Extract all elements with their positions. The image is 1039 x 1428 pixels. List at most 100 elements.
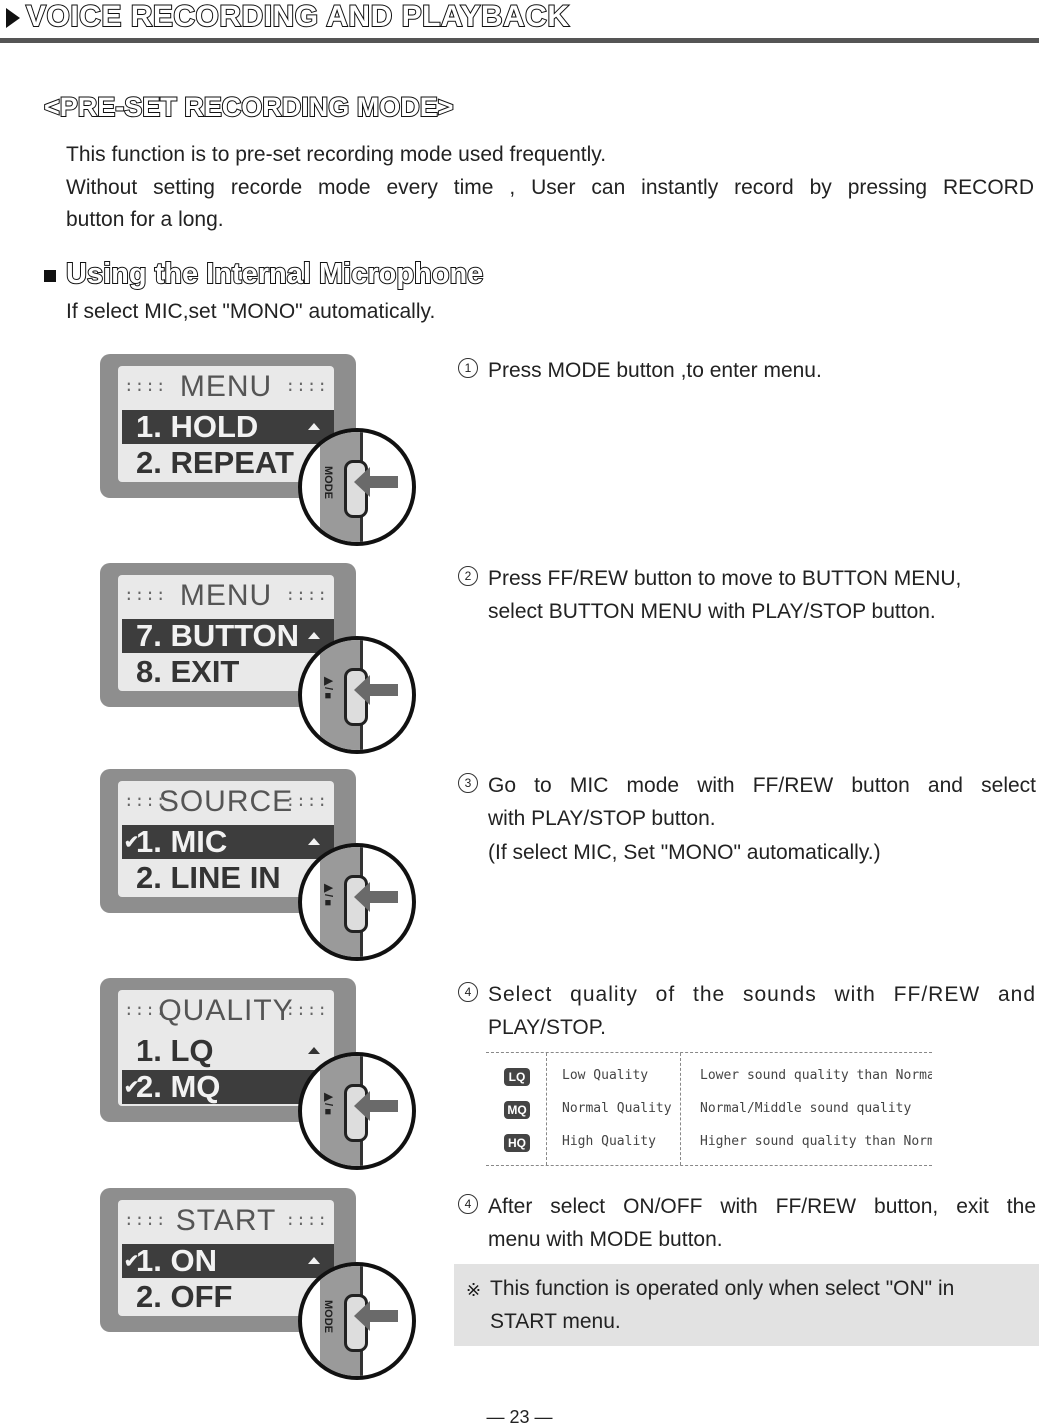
intro-line-1: This function is to pre-set recording mo… [66,143,607,166]
table-divider [680,1053,681,1165]
step-number: 4 [458,1194,478,1214]
mode-button-zoom: MODE [298,428,416,546]
button-label: MODE [322,1300,334,1333]
step-number: 2 [458,566,478,586]
reference-mark-icon: ※ [466,1280,482,1300]
hq-badge-icon: HQ [504,1134,530,1152]
lcd-title: START [175,1204,277,1237]
table-divider [546,1053,547,1165]
quality-name: High Quality [562,1134,656,1149]
lcd-display: :::: :::: MENU 7. BUTTON 8. EXIT [118,575,334,691]
lcd-row: 8. EXIT [122,655,334,689]
lcd-title: MENU [179,370,273,403]
lcd-screen-menu-1: :::: :::: MENU 1. HOLD 2. REPEAT [100,354,356,498]
step-text-line: Select quality of the sounds with FF/REW… [488,983,1036,1006]
button-label: ▶/■ [322,674,334,703]
up-arrow-icon [308,1047,320,1054]
step-number: 1 [458,358,478,378]
up-arrow-icon [308,423,320,430]
lcd-dots: :::: [124,1210,167,1229]
note-box: ※ This function is operated only when se… [454,1264,1039,1346]
quality-row: MQ Normal Quality Normal/Middle sound qu… [486,1099,932,1123]
play-stop-button-zoom: ▶/■ [298,1052,416,1170]
lcd-row-label: 2. LINE IN [136,860,281,895]
lcd-dots: :::: [285,1210,328,1229]
intro-line-2: Without setting recorde mode every time … [66,176,1034,199]
header-rule [0,38,1039,43]
lcd-row-label: 1. LQ [136,1033,214,1068]
pointer-arrow-icon [354,467,398,497]
lcd-row: 1. LQ [122,1034,334,1068]
step-text-line: menu with MODE button. [488,1228,723,1251]
lcd-row-selected: ✔1. MIC [122,825,334,859]
quality-row: HQ High Quality Higher sound quality tha… [486,1132,932,1156]
lcd-title: MENU [179,579,273,612]
lcd-row-label: 8. EXIT [136,654,240,689]
lcd-row-label: 1. ON [136,1243,217,1278]
lcd-dots: :::: [285,1000,328,1019]
mode-button-zoom: MODE [298,1262,416,1380]
step-number: 3 [458,773,478,793]
step-text-line: select BUTTON MENU with PLAY/STOP button… [488,600,936,623]
quality-desc: Higher sound quality than Normal [700,1134,932,1149]
lcd-row: 2. OFF [122,1280,334,1314]
section-title: <PRE-SET RECORDING MODE> [43,91,455,123]
step-text-line: with PLAY/STOP button. [488,807,716,830]
step-text-line: (If select MIC, Set "MONO" automatically… [488,841,881,864]
lcd-dots: :::: [124,791,167,810]
button-label: ▶/■ [322,881,334,910]
lcd-dots: :::: [285,585,328,604]
step-text-line: Press FF/REW button to move to BUTTON ME… [488,567,962,590]
lcd-dots: :::: [124,585,167,604]
note-line: This function is operated only when sele… [490,1277,955,1300]
lcd-dots: :::: [124,1000,167,1019]
bullet-square-icon [44,270,56,282]
step-text: Press MODE button ,to enter menu. [488,359,822,382]
quality-table: LQ Low Quality Lower sound quality than … [486,1052,932,1166]
quality-row: LQ Low Quality Lower sound quality than … [486,1066,932,1090]
pointer-arrow-icon [354,882,398,912]
lcd-row-label: 1. MIC [136,824,228,859]
lcd-display: :::: :::: SOURCE ✔1. MIC 2. LINE IN [118,781,334,897]
lcd-row-label: 2. OFF [136,1279,233,1314]
page-header-title: VOICE RECORDING AND PLAYBACK [25,0,570,34]
lcd-row: 2. REPEAT [122,446,334,480]
button-label: MODE [322,466,334,499]
lcd-display: :::: :::: START ✔1. ON 2. OFF [118,1200,334,1316]
step-text-line: PLAY/STOP. [488,1016,606,1039]
step-text-line: Go to MIC mode with FF/REW button and se… [488,774,1036,797]
step-text-line: After select ON/OFF with FF/REW button, … [488,1195,1036,1218]
quality-desc: Lower sound quality than Normal [700,1068,932,1083]
quality-desc: Normal/Middle sound quality [700,1101,912,1116]
check-icon: ✔ [124,1251,140,1271]
lcd-row-label: 1. HOLD [136,409,259,444]
lcd-row-selected: 1. HOLD [122,410,334,444]
quality-name: Normal Quality [562,1101,672,1116]
lcd-row-label: 7. BUTTON [136,618,300,653]
pointer-arrow-icon [354,675,398,705]
lcd-screen-quality: :::: :::: QUALITY 1. LQ ✔2. MQ [100,978,356,1122]
play-stop-button-zoom: ▶/■ [298,636,416,754]
lcd-row-label: 2. REPEAT [136,445,294,480]
mq-badge-icon: MQ [504,1101,530,1119]
lcd-dots: :::: [285,791,328,810]
lcd-row-label: 2. MQ [136,1069,221,1104]
lcd-screen-source: :::: :::: SOURCE ✔1. MIC 2. LINE IN [100,769,356,913]
intro-line-3: button for a long. [66,208,224,231]
note-line: START menu. [490,1310,621,1333]
up-arrow-icon [308,838,320,845]
up-arrow-icon [308,632,320,639]
subsection-note: If select MIC,set "MONO" automatically. [66,300,436,323]
play-stop-button-zoom: ▶/■ [298,843,416,961]
lcd-row: 2. LINE IN [122,861,334,895]
lcd-row-selected: 7. BUTTON [122,619,334,653]
header-arrow-icon [6,8,20,28]
check-icon: ✔ [124,1077,140,1097]
lq-badge-icon: LQ [504,1068,530,1086]
button-label: ▶/■ [322,1090,334,1119]
pointer-arrow-icon [354,1091,398,1121]
check-icon: ✔ [124,832,140,852]
lcd-dots: :::: [124,376,167,395]
lcd-dots: :::: [285,376,328,395]
subsection-title: Using the Internal Microphone [65,257,484,291]
